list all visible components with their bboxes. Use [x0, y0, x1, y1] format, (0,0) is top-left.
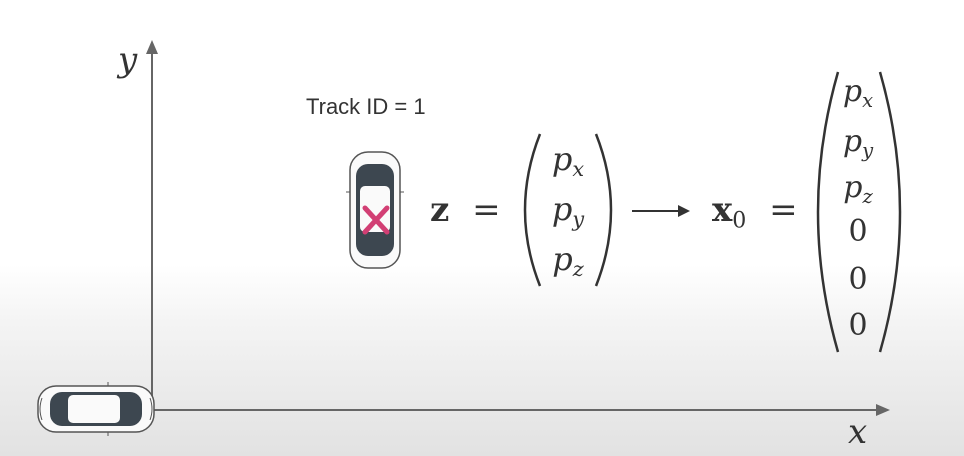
state-component-vz: 0 [848, 308, 868, 343]
state-component-vx: 0 [848, 214, 868, 249]
measurement-left-paren [523, 133, 542, 287]
state-symbol: x [712, 190, 733, 230]
measurement-component-px: px [551, 140, 585, 182]
y-axis-label: y [118, 40, 138, 80]
measurement-right-paren [594, 133, 613, 287]
state-component-py: py [842, 124, 874, 162]
x-mark-icon [362, 205, 390, 235]
state-equals: = [769, 190, 798, 230]
measurement-lhs: z = [430, 190, 501, 230]
tracked-vehicle-icon [346, 151, 404, 269]
state-component-px: px [842, 74, 874, 112]
measurement-component-pz: pz [552, 240, 584, 282]
x-axis-arrowhead [876, 404, 890, 416]
x-axis-label: x [848, 412, 868, 452]
state-subscript: 0 [732, 207, 747, 234]
state-right-paren [878, 71, 902, 353]
y-axis-arrowhead [146, 40, 158, 54]
measurement-symbol: z [430, 190, 450, 230]
state-component-pz: pz [843, 170, 873, 208]
measurement-component-py: py [551, 190, 585, 232]
mapping-arrowhead [678, 205, 690, 217]
state-component-vy: 0 [848, 262, 868, 297]
state-left-paren [816, 71, 840, 353]
track-id-label: Track ID = 1 [306, 94, 426, 119]
measurement-equals: = [472, 190, 501, 230]
ego-vehicle-icon [37, 382, 155, 436]
state-lhs: x0 = [712, 190, 798, 234]
